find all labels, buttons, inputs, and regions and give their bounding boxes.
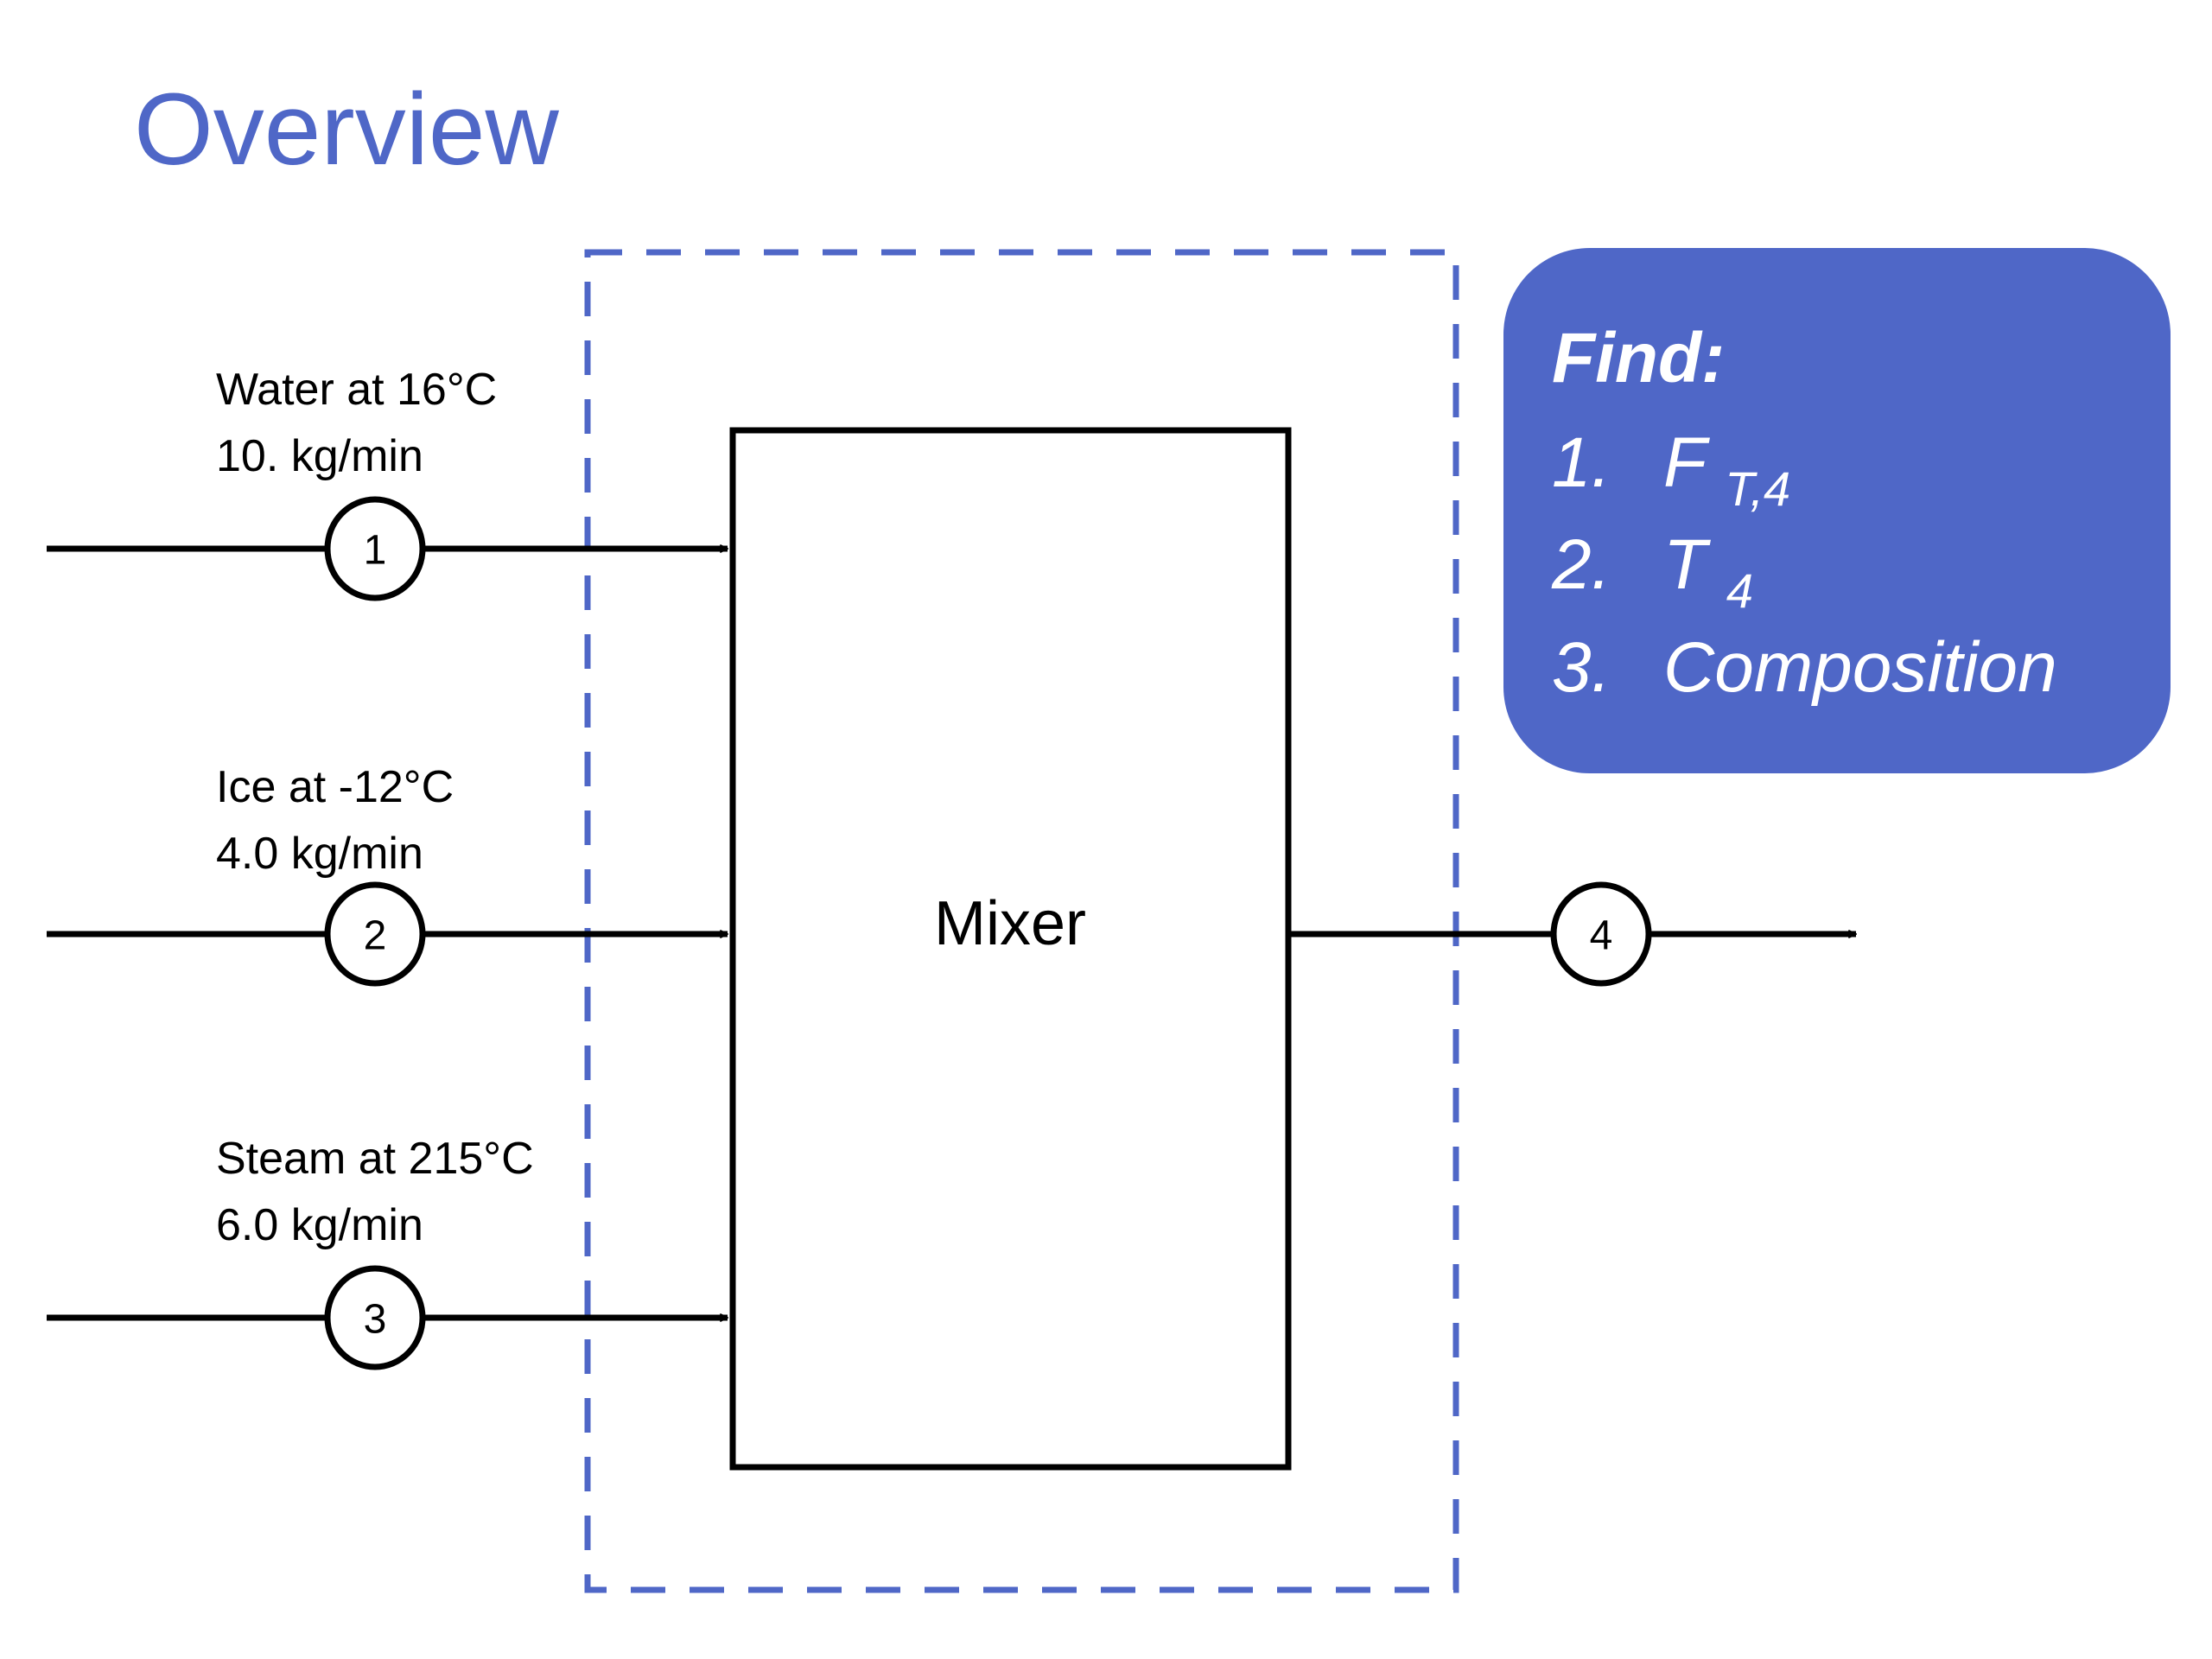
page-title: Overview [134, 73, 560, 187]
stream-3-flow: 6.0 kg/min [216, 1200, 423, 1250]
stream-4-number: 4 [1590, 913, 1613, 959]
find-box: Find: 1. F T,4 2. T 4 3. Composition [1503, 248, 2171, 773]
find-item-3-index: 3. [1552, 628, 1611, 707]
stream-3-number: 3 [364, 1297, 387, 1343]
stream-2-description: Ice at -12°C [216, 762, 454, 812]
find-item-1-main: F [1663, 423, 1710, 502]
find-item-1: 1. F T,4 [1552, 423, 1790, 516]
find-item-2: 2. T 4 [1551, 525, 1753, 618]
find-item-2-index: 2. [1551, 525, 1611, 604]
find-item-3: 3. Composition [1552, 628, 2057, 707]
find-box-background [1503, 248, 2171, 773]
find-item-2-sub: 4 [1726, 563, 1753, 618]
stream-2-number: 2 [364, 913, 387, 959]
stream-2-badge [324, 881, 426, 987]
stream-1-badge [324, 496, 426, 601]
stream-3-badge [324, 1265, 426, 1370]
find-heading: Find: [1552, 319, 1725, 397]
stream-1-flow: 10. kg/min [216, 431, 423, 481]
stream-2: Ice at -12°C 4.0 kg/min 2 [47, 762, 728, 987]
stream-1-number: 1 [364, 528, 387, 574]
stream-4-badge [1550, 881, 1652, 987]
system-boundary [584, 249, 1459, 1593]
mixer-label: Mixer [934, 889, 1086, 958]
stream-2-flow: 4.0 kg/min [216, 829, 423, 879]
find-item-1-index: 1. [1552, 423, 1611, 502]
find-item-1-sub: T,4 [1725, 461, 1790, 516]
mixer-unit [729, 427, 1292, 1471]
stream-3-description: Steam at 215°C [216, 1134, 534, 1184]
stream-1: Water at 16°C 10. kg/min 1 [47, 365, 728, 601]
stream-4: 4 [1288, 881, 1856, 987]
find-item-2-main: T [1663, 525, 1711, 604]
stream-1-description: Water at 16°C [216, 365, 497, 415]
stream-3: Steam at 215°C 6.0 kg/min 3 [47, 1134, 728, 1370]
find-item-3-main: Composition [1663, 628, 2057, 707]
